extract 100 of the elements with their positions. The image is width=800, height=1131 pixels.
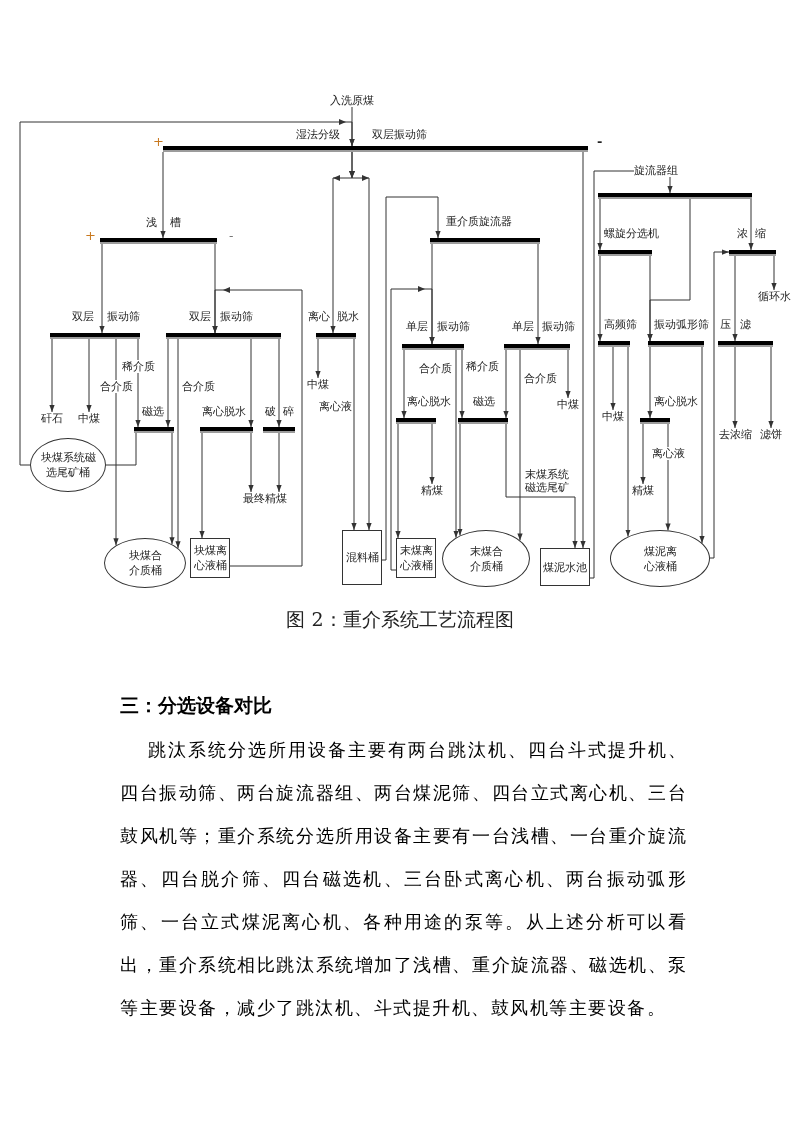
equipment-label: 磁选 (142, 405, 164, 418)
equipment-label: 碎 (283, 405, 294, 418)
flow-arrow (597, 255, 603, 342)
equipment-label: 浅 (146, 216, 157, 229)
flow-arrow (597, 198, 603, 251)
edge-label: 稀介质 (122, 360, 155, 373)
flow-arrow (165, 338, 171, 428)
sign-label: + (153, 135, 164, 149)
equipment-label: 振动筛 (437, 320, 470, 333)
flow-arrow (19, 119, 355, 466)
sign-label: - (597, 135, 603, 149)
equipment-label: 高频筛 (604, 318, 637, 331)
flow-arrow (429, 243, 435, 345)
stream-label: 入洗原煤 (330, 94, 374, 107)
flow-arrow (517, 349, 523, 541)
flow-arrow (453, 349, 459, 539)
equipment-label: 湿法分级 (296, 128, 340, 141)
flow-arrow (86, 338, 92, 413)
equipment-label: 缩 (755, 227, 766, 240)
equipment-label: 滤 (740, 318, 751, 331)
tank-label: 混料桶 (345, 550, 379, 565)
equipment-label: 螺旋分选机 (604, 227, 659, 240)
equipment-label: 重介质旋流器 (446, 215, 512, 228)
edge-label: 稀介质 (466, 360, 499, 373)
equipment-label: 压 (720, 318, 731, 331)
flow-arrow (535, 243, 541, 345)
stream-label: 循环水 (758, 290, 791, 303)
tank-label: 块煤合介质桶 (128, 548, 162, 578)
stream-label: 中煤 (602, 410, 624, 423)
flow-arrow (351, 338, 357, 531)
flow-arrow (113, 338, 119, 546)
flow-arrow (276, 432, 282, 493)
equipment-label: 振动筛 (220, 310, 253, 323)
flow-arrow (248, 432, 254, 493)
flow-arrow (315, 338, 321, 379)
flow-arrow (457, 423, 463, 536)
flow-arrow (99, 243, 105, 334)
figure-caption: 图 2：重介系统工艺流程图 (286, 607, 514, 632)
flow-arrow (565, 349, 571, 399)
flow-line (589, 170, 635, 579)
flow-line (105, 432, 137, 466)
stream-label: 中煤 (307, 378, 329, 391)
stream-label: 去浓缩 (719, 428, 752, 441)
sign-label: + (85, 229, 96, 243)
sign-label: - (229, 229, 234, 243)
tank-label: 块煤离心液桶 (193, 543, 227, 573)
stream-label: 最终精煤 (243, 492, 287, 505)
flow-arrow (699, 346, 705, 544)
flow-arrow (248, 338, 254, 428)
flow-arrow (748, 198, 754, 251)
edge-label: 合介质 (524, 372, 557, 385)
equipment-bar (598, 193, 752, 199)
flow-arrow (505, 423, 578, 549)
flow-arrow (175, 338, 181, 549)
equipment-label: 双层 (189, 310, 211, 323)
section-heading: 三：分选设备对比 (120, 693, 272, 718)
flow-arrow (390, 286, 435, 571)
stream-label: 中煤 (78, 412, 100, 425)
flow-arrow (49, 338, 55, 413)
flow-arrow (503, 349, 509, 419)
stream-label: 矸石 (41, 412, 63, 425)
flow-arrow (732, 346, 738, 429)
equipment-label: 单层 (406, 320, 428, 333)
equipment-label: 浓 (737, 227, 748, 240)
flow-arrow (771, 255, 777, 291)
tank-label: 煤泥水池 (542, 559, 588, 575)
stream-label: 滤饼 (760, 428, 782, 441)
edge-label: 末煤系统磁选尾矿 (525, 468, 570, 494)
stream-label: 旋流器组 (634, 164, 678, 177)
flow-arrow (401, 349, 407, 419)
stream-label: 精煤 (632, 484, 654, 497)
flow-arrow (169, 432, 175, 545)
flow-arrow (135, 338, 141, 428)
equipment-label: 槽 (170, 216, 181, 229)
flow-arrow (640, 423, 646, 485)
stream-label: 中煤 (557, 398, 579, 411)
equipment-label: 单层 (512, 320, 534, 333)
equipment-label: 振动筛 (107, 310, 140, 323)
flow-arrow (610, 346, 616, 411)
flow-arrow (647, 346, 653, 419)
flow-arrow (212, 287, 303, 567)
tank-box (342, 530, 382, 585)
body-paragraph: 跳汰系统分选所用设备主要有两台跳汰机、四台斗式提升机、四台振动筛、两台旋流器组、两台煤泥筛、四台立式离心机、三台鼓风机等；重介系统分选所用设备主要有一台浅槽、一台重介旋流器、四台脱介筛、四台磁选机、三台卧式离心机、两台振动弧形筛、一台立式煤泥离心机、各种用途的泵等。从上述分析可以看出，重介系统相比跳汰系统增加了浅槽、重介旋流器、磁选机、泵等主要设备，减少了跳汰机、斗式提升机、鼓风机等主要设备。 (120, 738, 687, 1020)
flow-arrow (381, 196, 441, 561)
flow-arrow (732, 255, 738, 342)
flow-arrow (709, 249, 730, 559)
flow-arrow (459, 349, 465, 419)
flow-arrow (647, 255, 653, 342)
equipment-label: 脱水 (337, 310, 359, 323)
tank-label: 末煤合介质桶 (469, 543, 503, 574)
flow-arrow (429, 423, 435, 485)
equipment-label: 磁选 (473, 395, 495, 408)
equipment-label: 振动筛 (542, 320, 575, 333)
equipment-label: 离心脱水 (202, 405, 246, 418)
edge-label: 离心液 (319, 400, 352, 413)
equipment-label: 双层 (72, 310, 94, 323)
equipment-label: 振动弧形筛 (654, 318, 709, 331)
equipment-label: 离心脱水 (654, 395, 698, 408)
tank-box (540, 548, 590, 586)
flow-arrow (199, 432, 205, 539)
